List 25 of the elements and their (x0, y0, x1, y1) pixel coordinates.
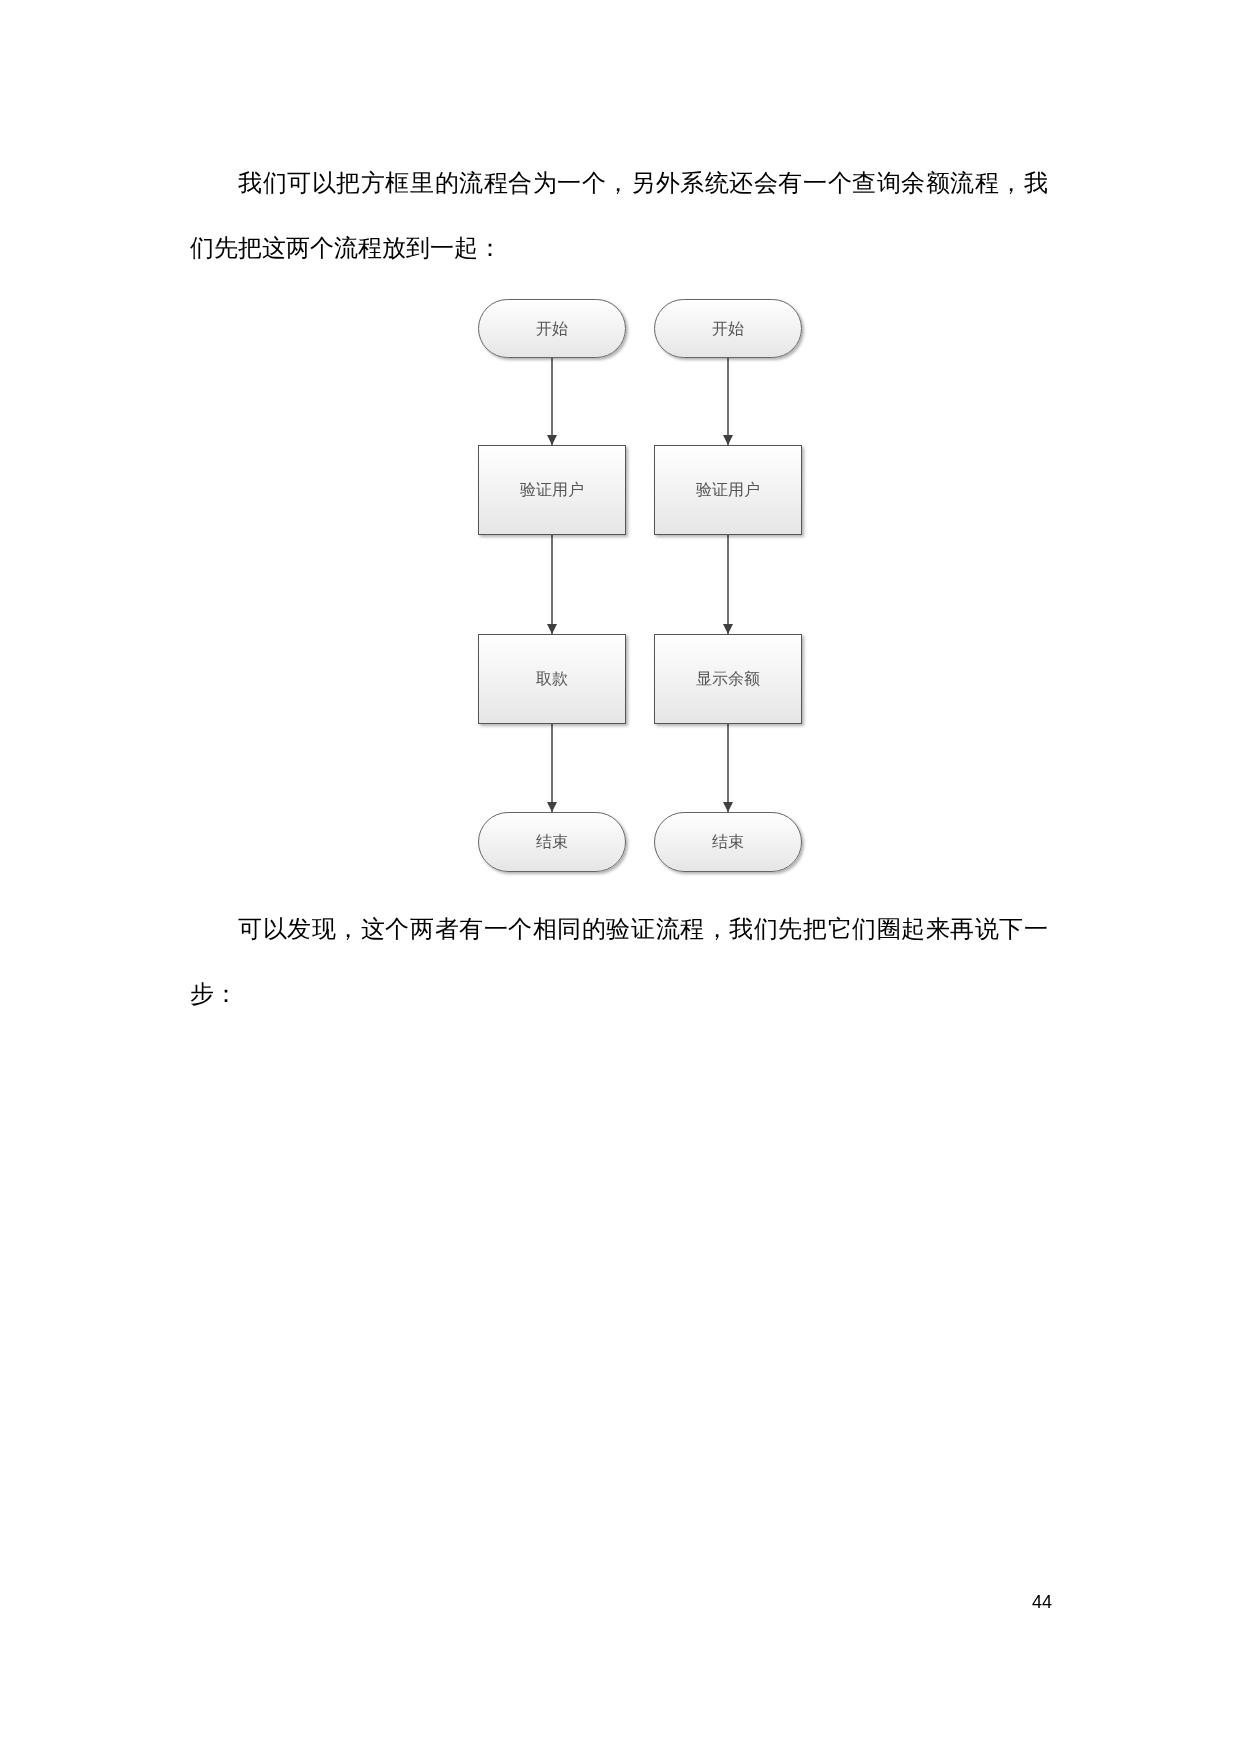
arrow (547, 723, 557, 813)
paragraph: 可以发现，这个两者有一个相同的验证流程，我们先把它们圈起来再说下一步： (190, 914, 1048, 1009)
arrow (723, 723, 733, 813)
node-label: 验证用户 (520, 480, 584, 500)
process-box (478, 634, 626, 724)
terminal-shape (654, 299, 802, 358)
node-label: 显示余额 (696, 669, 760, 689)
terminal-shape (478, 299, 626, 358)
page-number: 44 (1030, 1591, 1052, 1614)
node-label: 开始 (536, 318, 568, 339)
terminal-shape (478, 812, 626, 872)
process-box (654, 634, 802, 724)
node-label: 结束 (536, 832, 568, 852)
arrow (723, 357, 733, 446)
arrow (547, 357, 557, 446)
node-label: 结束 (712, 832, 744, 852)
process-box (478, 445, 626, 535)
arrow (723, 534, 733, 635)
arrow (547, 534, 557, 635)
node-label: 验证用户 (696, 480, 760, 500)
node-label: 开始 (712, 318, 744, 339)
node-label: 取款 (536, 669, 568, 689)
terminal-shape (654, 812, 802, 872)
paragraph: 我们可以把方框里的流程合为一个，另外系统还会有一个查询余额流程，我们先把这两个流程放到一起： (190, 168, 1048, 263)
process-box (654, 445, 802, 535)
